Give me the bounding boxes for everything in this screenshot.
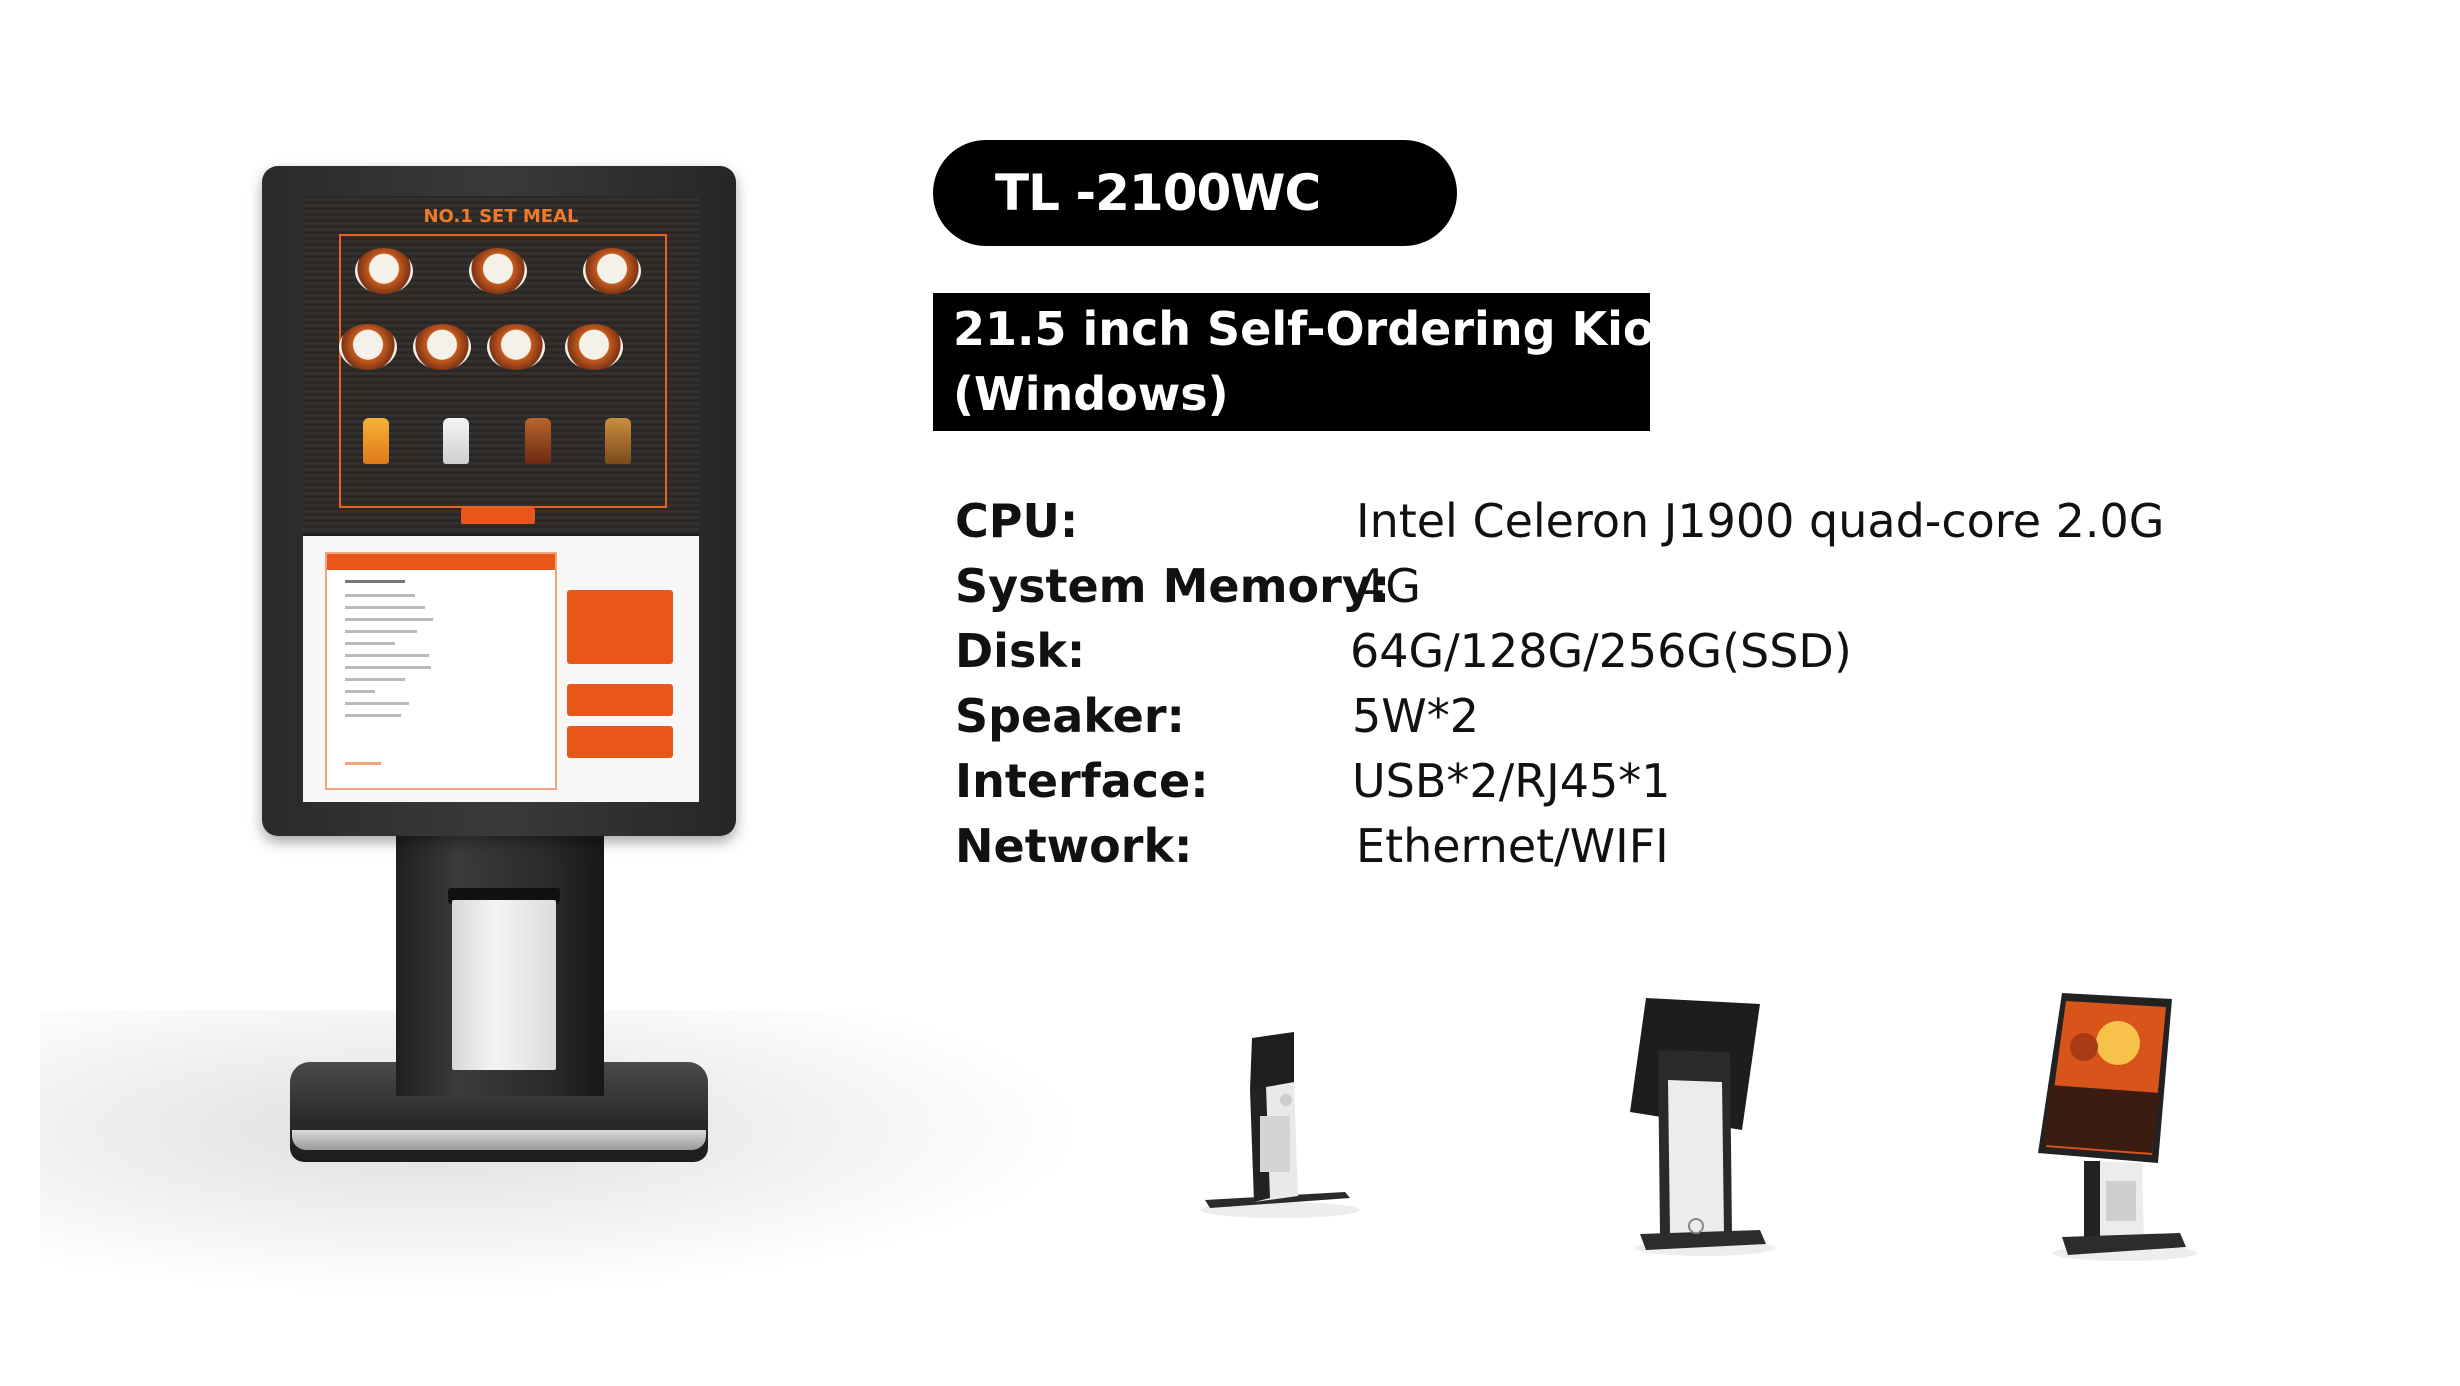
dish-image	[583, 248, 641, 294]
checkout-button	[567, 590, 673, 664]
order-line	[345, 618, 433, 621]
spec-label-interface: Interface:	[955, 754, 1209, 808]
order-panel	[303, 536, 699, 802]
spec-value-network: Ethernet/WIFI	[1356, 819, 1669, 873]
kiosk-screen: NO.1 SET MEAL	[303, 196, 699, 802]
model-badge: TL -2100WC	[933, 140, 1457, 246]
order-line	[345, 606, 425, 609]
order-line	[345, 690, 375, 693]
order-list	[325, 552, 557, 790]
order-line	[345, 702, 409, 705]
drink-image	[443, 418, 469, 464]
dish-image	[487, 324, 545, 370]
spec-label-cpu: CPU:	[955, 494, 1079, 548]
order-line	[345, 714, 401, 717]
product-title-box: 21.5 inch Self-Ordering Kiosk (Windows)	[933, 293, 1713, 431]
dish-image	[413, 324, 471, 370]
dish-image	[469, 248, 527, 294]
menu-border	[339, 234, 667, 508]
order-line	[345, 630, 417, 633]
order-line	[345, 594, 415, 597]
dish-image	[355, 248, 413, 294]
order-line	[345, 654, 429, 657]
coupon-button	[567, 684, 673, 716]
menu-title: NO.1 SET MEAL	[423, 206, 579, 227]
drink-image	[605, 418, 631, 464]
spec-value-cpu: Intel Celeron J1900 quad-core 2.0G	[1356, 494, 2165, 548]
drink-image	[525, 418, 551, 464]
product-title-line1: 21.5 inch Self-Ordering Kiosk	[953, 302, 1713, 356]
spec-label-memory: System Memory:	[955, 559, 1391, 613]
order-line	[345, 580, 405, 583]
menu-panel: NO.1 SET MEAL	[303, 196, 699, 534]
product-title-line2: (Windows)	[953, 367, 1229, 421]
spec-value-memory: 4G	[1356, 559, 1421, 613]
kiosk-front-view	[2020, 985, 2220, 1265]
spec-label-disk: Disk:	[955, 624, 1086, 678]
dish-image	[339, 324, 397, 370]
order-list-header	[327, 554, 555, 570]
model-name: TL -2100WC	[995, 164, 1321, 222]
spec-value-disk: 64G/128G/256G(SSD)	[1350, 624, 1852, 678]
order-line	[345, 678, 405, 681]
dish-image	[565, 324, 623, 370]
menu-next-button	[461, 508, 535, 524]
kiosk-back-view	[1610, 990, 1790, 1260]
order-line	[345, 666, 431, 669]
kiosk-base-edge	[292, 1130, 706, 1150]
order-total-line	[345, 762, 381, 765]
spec-label-speaker: Speaker:	[955, 689, 1185, 743]
order-line	[345, 642, 395, 645]
drink-image	[363, 418, 389, 464]
spec-value-interface: USB*2/RJ45*1	[1352, 754, 1671, 808]
spec-value-speaker: 5W*2	[1352, 689, 1480, 743]
kiosk-side-view	[1190, 1020, 1370, 1220]
receipt-printer	[452, 900, 556, 1070]
spec-label-network: Network:	[955, 819, 1193, 873]
table-button	[567, 726, 673, 758]
